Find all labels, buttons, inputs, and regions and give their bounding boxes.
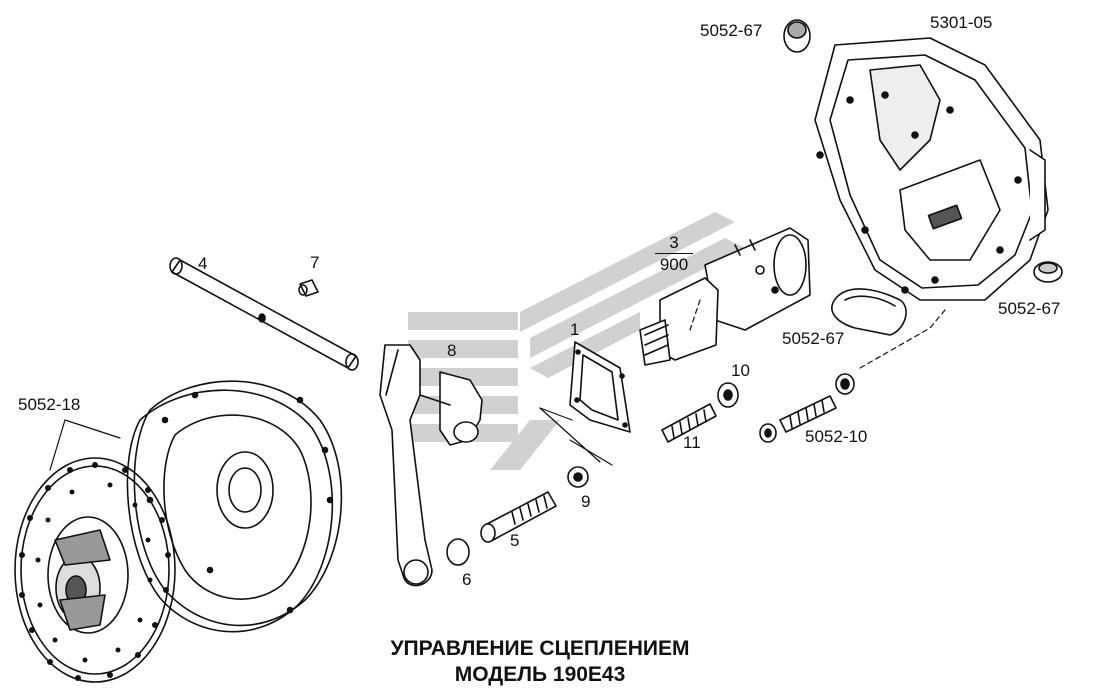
label-4: 4 <box>198 254 208 273</box>
bell-housing <box>814 37 1049 301</box>
diagram-title: УПРАВЛЕНИЕ СЦЕПЛЕНИЕМ МОДЕЛЬ 190E43 <box>0 636 1100 688</box>
label-9: 9 <box>581 492 591 511</box>
pressure-plate <box>126 380 343 633</box>
label-5052-10: 5052-10 <box>805 427 868 446</box>
label-7: 7 <box>310 253 320 272</box>
title-line-1: УПРАВЛЕНИЕ СЦЕПЛЕНИЕМ <box>390 637 690 660</box>
nut-part-10 <box>717 382 739 408</box>
fraction-bar <box>655 253 693 254</box>
clutch-disc <box>14 457 176 683</box>
label-5301-05: 5301-05 <box>930 13 993 32</box>
nut-part-9 <box>567 466 589 488</box>
pin-part-7 <box>298 279 319 297</box>
label-900: 900 <box>659 255 689 274</box>
oval-seal <box>831 288 907 336</box>
label-6: 6 <box>462 570 472 589</box>
release-cylinder-part-3 <box>639 227 811 366</box>
washer-part-6 <box>446 538 470 566</box>
label-5052-67-right: 5052-67 <box>998 299 1061 318</box>
bolt-part-5 <box>480 491 557 543</box>
label-8: 8 <box>447 341 457 360</box>
label-1: 1 <box>570 320 580 339</box>
label-10: 10 <box>731 361 750 380</box>
label-5: 5 <box>510 531 520 550</box>
stud-part-11 <box>661 403 717 443</box>
label-11: 11 <box>683 433 701 452</box>
bushing-top <box>783 19 811 53</box>
leader-lines <box>49 299 946 471</box>
label-5052-18: 5052-18 <box>18 395 81 414</box>
label-5052-67-mid: 5052-67 <box>782 329 845 348</box>
label-3: 3 <box>669 233 679 252</box>
stud-5052-10 <box>759 373 855 443</box>
shaft-part-4 <box>169 257 359 371</box>
release-fork-part-8 <box>379 344 483 587</box>
bushing-right <box>1033 261 1063 283</box>
title-line-2: МОДЕЛЬ 190E43 <box>454 663 626 686</box>
label-5052-67-top: 5052-67 <box>700 21 763 40</box>
cover-plate-part-1 <box>569 341 631 433</box>
watermark-logo <box>408 212 745 470</box>
clutch-disc-holes <box>19 462 171 681</box>
label-fraction-3-900: 3 900 <box>655 234 693 273</box>
